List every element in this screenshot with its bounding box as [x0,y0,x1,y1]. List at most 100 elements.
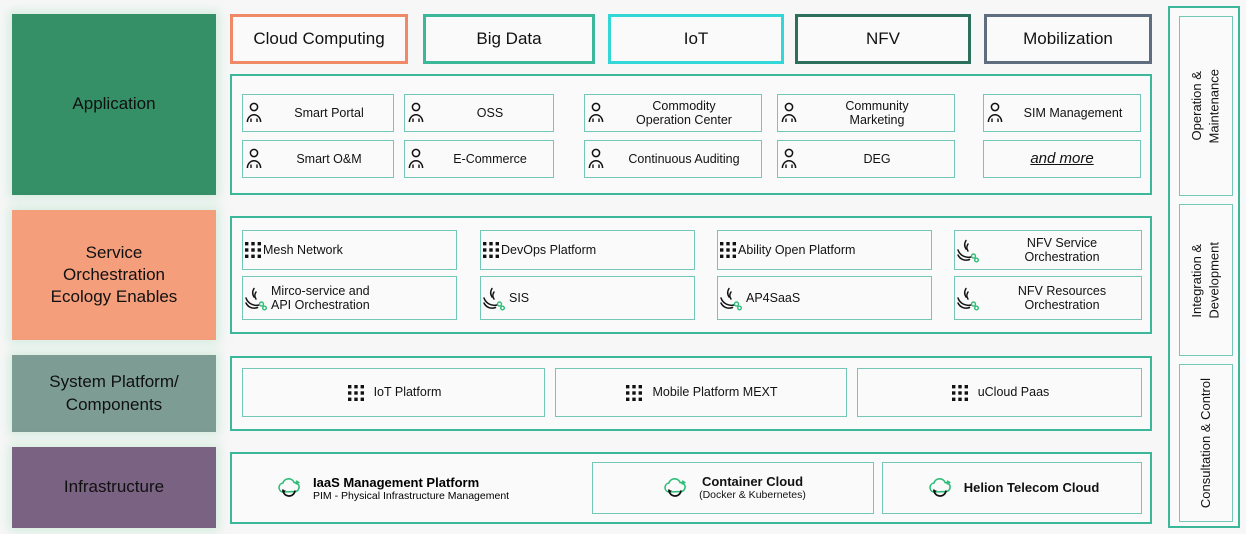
service-item-ap4saas[interactable]: AP4SaaS [717,276,932,320]
rail-item-integration-development[interactable]: Integration & Development [1179,204,1233,356]
service-item-sis[interactable]: SIS [480,276,695,320]
grid-dots-icon [481,240,501,260]
layer-label-application: Application [12,14,216,195]
grid-dots-icon [624,383,644,403]
service-item-devops-platform[interactable]: DevOps Platform [480,230,695,270]
service-item-label: AP4SaaS [746,290,801,305]
service-item-label: Mesh Network [263,242,343,257]
infra-item-title: Container Cloud [701,473,804,489]
cloud-icon [274,475,304,501]
rail-item-consultation-control[interactable]: Consultation & Control [1179,364,1233,522]
tab-label: IoT [683,29,709,48]
tab-nfv[interactable]: NFV [795,14,971,64]
tab-big-data[interactable]: Big Data [423,14,595,64]
app-item-label: E-Commerce [453,151,527,166]
person-icon [243,101,265,125]
app-item-label: Community Marketing [845,98,909,127]
system-platform-panel: IoT Platform Mobile Platform MEXT [230,356,1152,431]
person-icon [585,147,607,171]
app-item-and-more[interactable]: and more [983,140,1141,178]
service-item-label: Mirco-service and API Orchestration [271,283,370,312]
tab-mobilization[interactable]: Mobilization [984,14,1152,64]
app-item-label: OSS [476,105,504,120]
infra-item-subtitle: PIM - Physical Infrastructure Management [313,489,510,502]
system-item-label: IoT Platform [373,385,442,400]
cloud-icon [660,475,690,501]
person-icon [405,147,427,171]
service-item-ability-open-platform[interactable]: Ability Open Platform [717,230,932,270]
rail-item-label: Consultation & Control [1198,377,1214,509]
service-item-label: DevOps Platform [501,242,597,257]
system-item-iot-platform[interactable]: IoT Platform [242,368,545,417]
app-item-label: Smart Portal [294,105,364,120]
system-item-ucloud-paas[interactable]: uCloud Paas [857,368,1142,417]
app-item-label: Continuous Auditing [628,151,740,166]
orchestration-icon [955,237,983,263]
app-item-community-marketing[interactable]: Community Marketing [777,94,955,132]
tab-cloud-computing[interactable]: Cloud Computing [230,14,408,64]
person-icon [243,147,265,171]
system-item-mobile-platform-mext[interactable]: Mobile Platform MEXT [555,368,847,417]
app-item-label: SIM Management [1023,105,1123,120]
tab-iot[interactable]: IoT [608,14,784,64]
tab-label: Big Data [476,29,542,48]
application-panel: Smart Portal OSS [230,74,1152,195]
tab-label: Cloud Computing [253,29,385,48]
app-item-smart-om[interactable]: Smart O&M [242,140,394,178]
rail-item-label: Integration & Development [1189,241,1222,319]
cloud-icon [925,475,955,501]
grid-dots-icon [243,240,263,260]
service-item-nfv-service-orchestration[interactable]: NFV Service Orchestration [954,230,1142,270]
person-icon [405,101,427,125]
tab-label: NFV [866,29,900,48]
grid-dots-icon [346,383,366,403]
service-item-label: NFV Service Orchestration [1024,235,1100,264]
orchestration-icon [718,285,746,311]
grid-dots-icon [950,383,970,403]
app-item-continuous-auditing[interactable]: Continuous Auditing [584,140,762,178]
service-item-label: SIS [509,290,530,305]
service-item-mesh-network[interactable]: Mesh Network [242,230,457,270]
service-item-label: Ability Open Platform [738,242,856,257]
app-item-commodity-operation-center[interactable]: Commodity Operation Center [584,94,762,132]
layer-label-infrastructure: Infrastructure [12,447,216,528]
service-item-nfv-resources-orchestration[interactable]: NFV Resources Orchestration [954,276,1142,320]
infrastructure-panel: IaaS Management Platform PIM - Physical … [230,452,1152,524]
person-icon [778,147,800,171]
layer-label-service-orchestration: Service Orchestration Ecology Enables [12,210,216,340]
service-orchestration-panel: Mesh Network DevOps Platform [230,216,1152,334]
infra-item-iaas-management-platform[interactable]: IaaS Management Platform PIM - Physical … [274,462,604,514]
layer-name: Infrastructure [63,477,165,497]
service-item-label: NFV Resources Orchestration [1017,283,1107,312]
app-item-label: DEG [863,151,891,166]
rail-item-label: Operation & Maintenance [1189,68,1222,144]
person-icon [984,101,1006,125]
orchestration-icon [243,285,271,311]
person-icon [778,101,800,125]
system-item-label: uCloud Paas [977,385,1050,400]
app-item-label: Smart O&M [296,151,362,166]
service-item-microservice-api-orchestration[interactable]: Mirco-service and API Orchestration [242,276,457,320]
app-item-e-commerce[interactable]: E-Commerce [404,140,554,178]
infra-item-title: Helion Telecom Cloud [963,479,1100,495]
system-item-label: Mobile Platform MEXT [652,385,778,400]
infra-item-container-cloud[interactable]: Container Cloud (Docker & Kubernetes) [592,462,874,514]
right-rail-panel: Operation & Maintenance Integration & De… [1168,6,1240,528]
tab-label: Mobilization [1023,29,1113,48]
orchestration-icon [481,285,509,311]
app-item-smart-portal[interactable]: Smart Portal [242,94,394,132]
rail-item-operation-maintenance[interactable]: Operation & Maintenance [1179,16,1233,196]
grid-dots-icon [718,240,738,260]
app-item-label: and more [1030,150,1094,168]
person-icon [585,101,607,125]
infra-item-helion-telecom-cloud[interactable]: Helion Telecom Cloud [882,462,1142,514]
app-item-label: Commodity Operation Center [636,98,732,127]
app-item-sim-management[interactable]: SIM Management [983,94,1141,132]
layer-name: Application [72,94,156,114]
infra-item-subtitle: (Docker & Kubernetes) [699,489,806,502]
layer-label-system-platform: System Platform/ Components [12,355,216,432]
app-item-oss[interactable]: OSS [404,94,554,132]
infra-item-title: IaaS Management Platform [313,474,480,490]
app-item-deg[interactable]: DEG [777,140,955,178]
